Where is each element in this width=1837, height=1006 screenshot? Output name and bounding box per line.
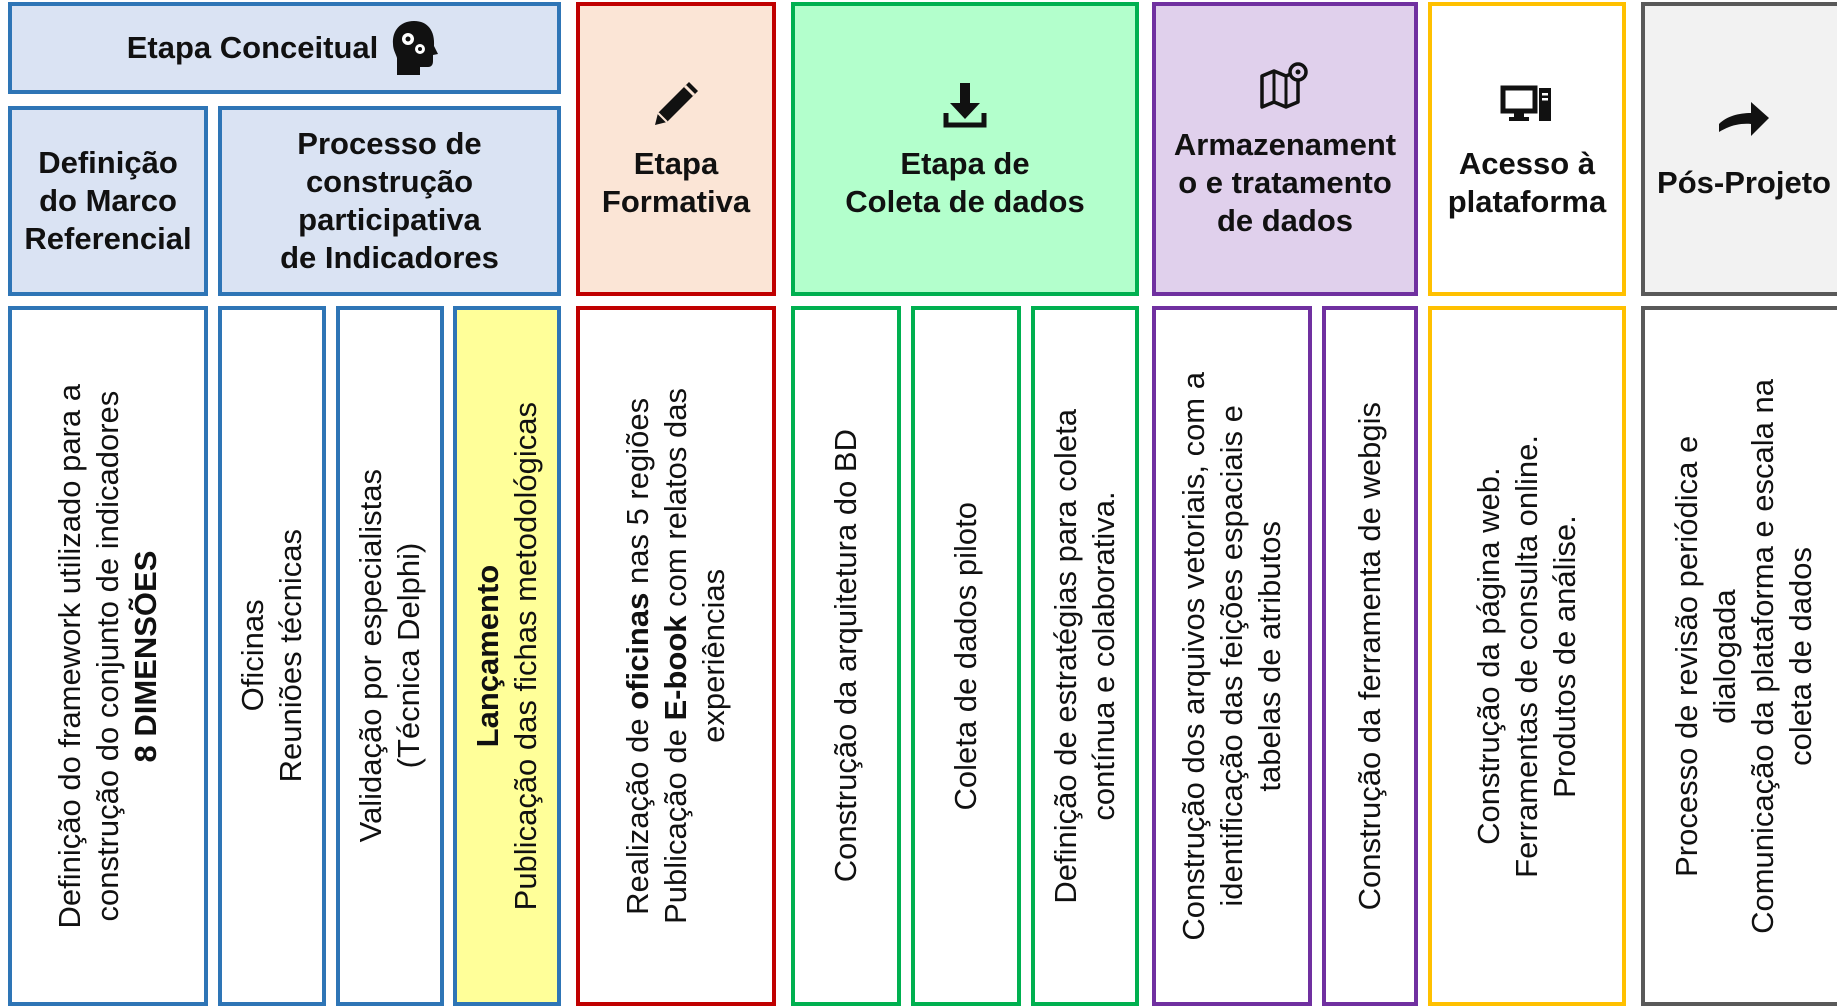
pos-projeto-title: Pós-Projeto (1657, 165, 1831, 200)
etapa-formativa-header: Etapa Formativa (576, 2, 776, 296)
estrategias-column: Definição de estratégias para coleta con… (1031, 306, 1139, 1006)
pos-line-3: Comunicação da plataforma e escala na (1745, 378, 1780, 934)
pos-line-2: dialogada (1707, 588, 1742, 724)
pencil-icon (655, 82, 698, 125)
formativa-line-2: Publicação de E-book com relatos das (658, 388, 693, 924)
vetoriais-line-2: identificação das feições espaciais e (1214, 405, 1249, 907)
marco-referencial-column: Definição do framework utilizado para a … (8, 306, 208, 1006)
acesso-line-1: Construção da página web. (1471, 467, 1506, 845)
lancamento-line-1: Lançamento (470, 564, 505, 748)
formativa-line-3: experiências (696, 568, 731, 744)
marco-referencial-header: Definição do Marco Referencial (8, 106, 208, 296)
estrategias-line-2: contínua e colaborativa. (1086, 491, 1121, 821)
oficinas-line-2: Reuniões técnicas (273, 529, 308, 783)
curved-arrow-icon (1719, 102, 1769, 136)
lancamento-line-2: Publicação das fichas metodológicas (508, 401, 543, 911)
pos-projeto-column: Processo de revisão periódica e dialogad… (1641, 306, 1837, 1006)
armazenamento-title: Armazenament o e tratamento de dados (1173, 127, 1397, 238)
acesso-plataforma-header: Acesso à plataforma (1428, 2, 1626, 296)
webgis-line-1: Construção da ferramenta de webgis (1352, 401, 1387, 911)
formativa-line-1: Realização de oficinas nas 5 regiões (620, 397, 655, 915)
processo-indicadores-header: Processo de construção participativa de … (218, 106, 561, 296)
armazenamento-header: Armazenament o e tratamento de dados (1152, 2, 1418, 296)
marco-referencial-title: Definição do Marco Referencial (24, 145, 192, 256)
vetoriais-line-3: tabelas de atributos (1252, 520, 1287, 792)
map-pin-icon (1260, 62, 1308, 109)
acesso-line-3: Produtos de análise. (1547, 514, 1582, 798)
marco-line-1: Definição do framework utilizado para a (52, 383, 87, 929)
arquitetura-bd-column: Construção da arquitetura do BD (791, 306, 901, 1006)
pos-line-4: coleta de dados (1783, 546, 1818, 766)
marco-line-2: construção do conjunto de indicadores (90, 390, 125, 922)
acesso-plataforma-title: Acesso à plataforma (1447, 146, 1607, 219)
coleta-piloto-column: Coleta de dados piloto (911, 306, 1021, 1006)
download-icon (943, 83, 987, 128)
validacao-line-2: (Técnica Delphi) (391, 543, 426, 769)
oficinas-line-1: Oficinas (235, 600, 270, 712)
piloto-line-1: Coleta de dados piloto (948, 501, 983, 811)
estrategias-line-1: Definição de estratégias para coleta (1048, 408, 1083, 904)
etapa-coleta-header: Etapa de Coleta de dados (791, 2, 1139, 296)
etapa-formativa-title: Etapa Formativa (601, 146, 751, 219)
webgis-column: Construção da ferramenta de webgis (1322, 306, 1418, 1006)
etapa-conceitual-title: Etapa Conceitual (126, 30, 379, 65)
etapa-coleta-title: Etapa de Coleta de dados (845, 146, 1085, 219)
vetoriais-line-1: Construção dos arquivos vetoriais, com a (1176, 371, 1211, 941)
pos-projeto-header: Pós-Projeto (1641, 2, 1837, 296)
acesso-plataforma-column: Construção da página web. Ferramentas de… (1428, 306, 1626, 1006)
lancamento-column: Lançamento Publicação das fichas metodol… (453, 306, 561, 1006)
arquitetura-line-1: Construção da arquitetura do BD (828, 429, 863, 883)
etapa-conceitual-header: Etapa Conceitual (8, 2, 561, 94)
validacao-column: Validação por especialistas (Técnica Del… (336, 306, 444, 1006)
formativa-column: Realização de oficinas nas 5 regiões Pub… (576, 306, 776, 1006)
processo-indicadores-title: Processo de construção participativa de … (280, 126, 499, 275)
oficinas-column: Oficinas Reuniões técnicas (218, 306, 326, 1006)
marco-line-3: 8 DIMENSÕES (128, 550, 163, 762)
acesso-line-2: Ferramentas de consulta online. (1509, 434, 1544, 878)
arquivos-vetoriais-column: Construção dos arquivos vetoriais, com a… (1152, 306, 1312, 1006)
validacao-line-1: Validação por especialistas (353, 469, 388, 843)
head-gears-icon (393, 21, 439, 75)
pos-line-1: Processo de revisão periódica e (1669, 435, 1704, 877)
computer-icon (1500, 85, 1551, 121)
